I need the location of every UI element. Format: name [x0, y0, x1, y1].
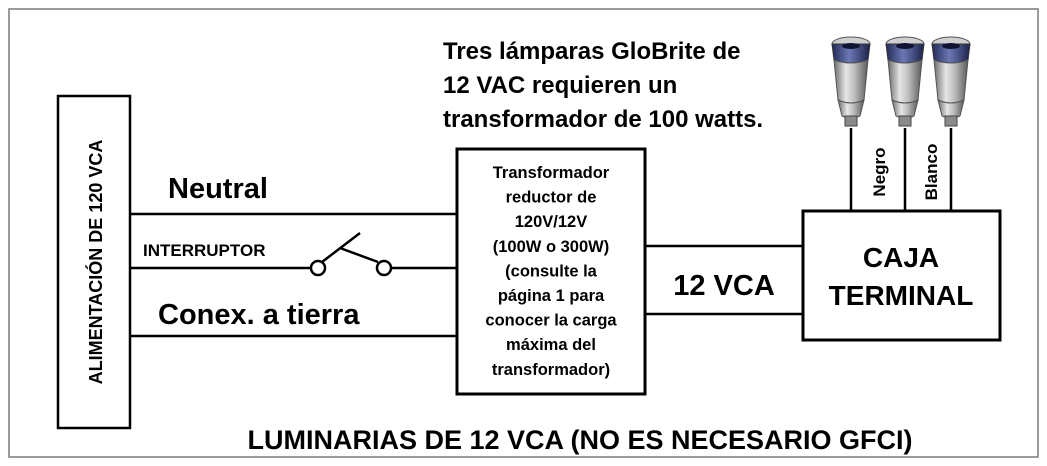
- transformer-line-4: (100W o 300W): [493, 238, 609, 256]
- terminal-box-label: CAJA TERMINAL: [829, 242, 974, 311]
- note-line-2: 12 VAC requieren un: [443, 72, 677, 99]
- lamp-icon: [831, 36, 871, 127]
- switch-contact-right: [375, 259, 393, 277]
- outer-frame: [8, 8, 1039, 458]
- transformer-line-8: máxima del: [506, 336, 596, 354]
- transformer-line-7: conocer la carga: [485, 312, 617, 330]
- power-supply-label: ALIMENTACIÓN DE 120 VCA: [85, 140, 106, 385]
- neutral-label: Neutral: [168, 173, 268, 205]
- ground-label: Conex. a tierra: [158, 299, 360, 331]
- note-line-1: Tres lámparas GloBrite de: [443, 38, 740, 65]
- footer-caption: LUMINARIAS DE 12 VCA (NO ES NECESARIO GF…: [247, 425, 912, 455]
- power-supply-box: [56, 94, 132, 430]
- transformer-box: [455, 147, 647, 396]
- transformer-description: Transformador reductor de 120V/12V (100W o …: [485, 164, 617, 379]
- switch-lever-tail: [339, 246, 379, 264]
- terminal-line-1: CAJA: [863, 242, 939, 273]
- wire-white-label: Blanco: [922, 144, 941, 201]
- note-line-3: transformador de 100 watts.: [443, 106, 763, 133]
- switch-label: INTERRUPTOR: [143, 241, 265, 260]
- transformer-line-5: (consulte la: [505, 262, 598, 280]
- transformer-line-6: página 1 para: [498, 287, 605, 305]
- transformer-line-2: reductor de: [506, 189, 597, 207]
- terminal-box: [801, 209, 1002, 342]
- lamp-icon: [931, 36, 971, 127]
- transformer-line-3: 120V/12V: [515, 213, 587, 231]
- switch-contact-left: [309, 259, 327, 277]
- output-voltage-label: 12 VCA: [673, 270, 775, 302]
- lamp-group: [831, 36, 971, 127]
- transformer-line-9: transformador): [492, 361, 610, 379]
- lamp-icon: [885, 36, 925, 127]
- note-text: Tres lámparas GloBrite de 12 VAC requiere…: [443, 38, 763, 133]
- transformer-line-1: Transformador: [493, 164, 610, 182]
- wire-black-label: Negro: [870, 147, 889, 196]
- terminal-line-2: TERMINAL: [829, 280, 974, 311]
